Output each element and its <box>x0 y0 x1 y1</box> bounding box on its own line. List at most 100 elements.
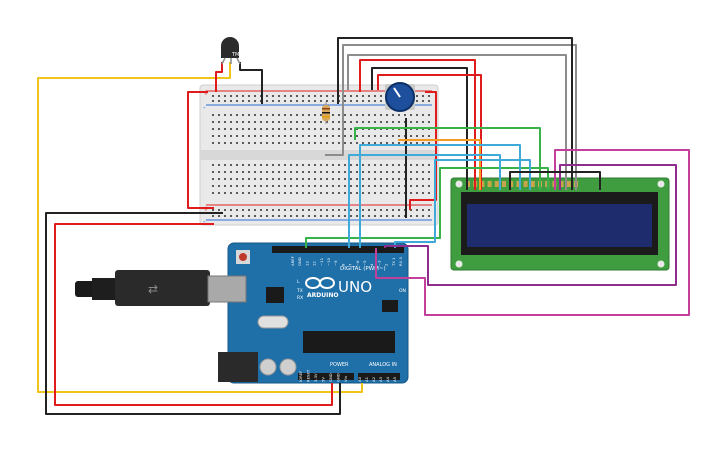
wire-black-top[interactable] <box>337 37 573 190</box>
lcd-mount-hole <box>455 260 463 268</box>
breadboard-hole <box>290 185 292 187</box>
breadboard-hole <box>368 100 370 102</box>
breadboard-hole <box>428 114 430 116</box>
wire-yellow-sensor[interactable] <box>37 62 363 393</box>
breadboard-hole <box>386 215 388 217</box>
breadboard-hole <box>296 135 298 137</box>
wire-red-5v[interactable] <box>54 223 333 406</box>
wire-black-gnd[interactable] <box>45 212 341 415</box>
breadboard-hole <box>212 171 214 173</box>
wire-green-1[interactable] <box>354 127 541 190</box>
pin-label: 2 <box>384 263 389 266</box>
wire-orange-wiper[interactable] <box>398 139 481 190</box>
breadboard-hole <box>362 178 364 180</box>
digital-label: DIGITAL (PWM~) <box>340 266 386 272</box>
pin-label: A0 <box>357 376 362 382</box>
pin-label: GND <box>336 373 341 382</box>
lcd-pin[interactable] <box>559 181 564 187</box>
breadboard-hole <box>320 164 322 166</box>
wire-gray-pot-2[interactable] <box>347 54 567 190</box>
wire-magenta[interactable] <box>375 149 690 316</box>
lcd-pin[interactable] <box>530 181 535 187</box>
wire-blue-1[interactable] <box>348 154 501 248</box>
breadboard-hole <box>386 192 388 194</box>
breadboard-hole <box>272 164 274 166</box>
wire-blue-3[interactable] <box>394 159 531 248</box>
pin-label: TX 1 <box>391 257 396 267</box>
breadboard-hole <box>428 95 430 97</box>
breadboard-hole <box>416 178 418 180</box>
breadboard-hole <box>350 209 352 211</box>
power-jack <box>218 352 258 382</box>
breadboard-hole <box>410 171 412 173</box>
resistor[interactable] <box>322 102 330 124</box>
breadboard-hole <box>266 192 268 194</box>
breadboard-hole <box>398 171 400 173</box>
breadboard-hole <box>416 142 418 144</box>
breadboard-hole <box>302 192 304 194</box>
wire-gray-pot[interactable] <box>325 44 577 190</box>
breadboard-hole <box>236 185 238 187</box>
wire-red-rail-jumper[interactable] <box>187 91 214 209</box>
wire-red-sensor[interactable] <box>215 62 223 92</box>
lcd-pin[interactable] <box>487 181 492 187</box>
breadboard-hole <box>398 164 400 166</box>
breadboard-hole <box>428 164 430 166</box>
lcd-pin[interactable] <box>480 181 485 187</box>
breadboard-hole <box>362 185 364 187</box>
breadboard-hole <box>284 215 286 217</box>
breadboard-hole <box>242 142 244 144</box>
wire-red-pot[interactable] <box>359 59 476 190</box>
breadboard-hole <box>416 100 418 102</box>
pin-label: 12 <box>312 261 317 266</box>
breadboard-hole <box>290 192 292 194</box>
lcd-pin[interactable] <box>523 181 528 187</box>
lcd-pin[interactable] <box>566 181 571 187</box>
breadboard-hole <box>422 121 424 123</box>
breadboard-hole <box>416 185 418 187</box>
pin-label: 5V <box>321 377 326 382</box>
breadboard-hole <box>320 114 322 116</box>
breadboard-hole <box>326 178 328 180</box>
breadboard-hole <box>314 121 316 123</box>
wire-black-lcd[interactable] <box>509 171 601 190</box>
pin-label: A1 <box>364 376 369 382</box>
wire-red-pot-2[interactable] <box>377 74 482 190</box>
breadboard-hole <box>332 135 334 137</box>
breadboard-hole <box>356 100 358 102</box>
temperature-sensor[interactable]: TMP <box>221 37 242 65</box>
breadboard-hole <box>254 121 256 123</box>
breadboard-hole <box>266 171 268 173</box>
potentiometer[interactable] <box>385 82 415 112</box>
breadboard-hole <box>392 142 394 144</box>
breadboard-hole <box>224 178 226 180</box>
breadboard-hole <box>272 185 274 187</box>
wire-blue-2[interactable] <box>359 144 521 248</box>
reset-button[interactable] <box>239 253 247 261</box>
breadboard-hole <box>350 135 352 137</box>
breadboard-hole <box>272 135 274 137</box>
breadboard-hole <box>314 215 316 217</box>
breadboard-hole <box>278 114 280 116</box>
lcd-pin[interactable] <box>509 181 514 187</box>
breadboard-hole <box>350 192 352 194</box>
lcd-pin[interactable] <box>494 181 499 187</box>
lcd-screen <box>467 204 652 247</box>
breadboard-hole <box>428 135 430 137</box>
breadboard-hole <box>410 192 412 194</box>
breadboard-hole <box>422 95 424 97</box>
rail-minus-label-bottom: - <box>203 218 206 226</box>
breadboard-hole <box>308 171 310 173</box>
breadboard-hole <box>386 164 388 166</box>
breadboard-hole <box>230 135 232 137</box>
wire-black-sensor[interactable] <box>239 62 263 104</box>
wire-purple[interactable] <box>384 164 677 286</box>
lcd-pin[interactable] <box>502 181 506 187</box>
breadboard-hole <box>242 114 244 116</box>
breadboard-hole <box>332 121 334 123</box>
breadboard-hole <box>392 135 394 137</box>
lcd-pin[interactable] <box>516 181 521 187</box>
breadboard-hole <box>380 192 382 194</box>
breadboard-hole <box>302 209 304 211</box>
pin-label: ~10 <box>326 257 331 266</box>
